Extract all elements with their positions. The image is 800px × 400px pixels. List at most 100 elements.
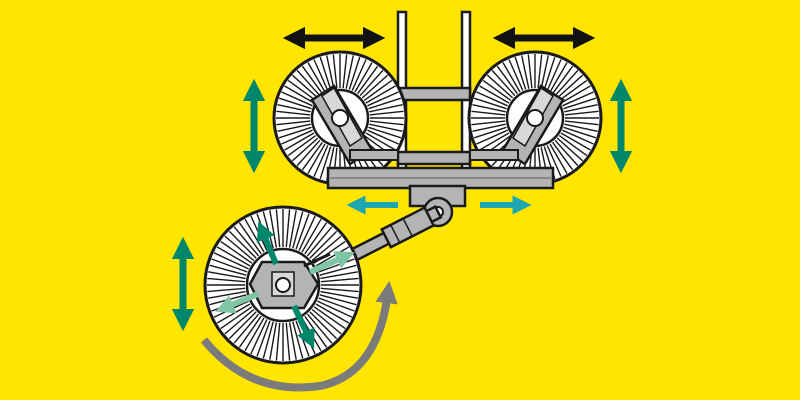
right-brush xyxy=(467,50,603,186)
bristle xyxy=(304,315,328,348)
bristle xyxy=(368,97,402,110)
lower-brush-bristles xyxy=(207,209,359,361)
bristle xyxy=(471,120,506,126)
bristle xyxy=(560,132,591,151)
bristle xyxy=(291,74,319,99)
bristle xyxy=(319,56,332,90)
bristle xyxy=(472,104,506,113)
bristle xyxy=(564,104,598,113)
bristle xyxy=(309,230,338,259)
bristle xyxy=(291,137,319,162)
bristle xyxy=(552,65,574,95)
bristle xyxy=(311,308,342,335)
bristle xyxy=(320,287,359,293)
bristle xyxy=(319,146,332,180)
bristle xyxy=(365,85,396,104)
bristle xyxy=(276,120,311,126)
bristle xyxy=(471,110,506,116)
bristle xyxy=(287,79,317,101)
bristle xyxy=(546,145,562,177)
bristle xyxy=(496,65,518,95)
bristle xyxy=(514,56,527,90)
bristle xyxy=(284,132,315,151)
bristle xyxy=(537,54,543,89)
bristle xyxy=(320,271,358,280)
bristle xyxy=(244,317,265,352)
bristle xyxy=(564,120,599,126)
bristle xyxy=(368,126,402,139)
bristle xyxy=(502,62,521,93)
tilt-right-arrow xyxy=(308,251,355,275)
bristle xyxy=(238,315,262,348)
bristle xyxy=(298,215,316,251)
bristle xyxy=(238,222,262,255)
bristle xyxy=(276,110,311,116)
bristle xyxy=(307,143,326,174)
bristle xyxy=(278,97,312,110)
bristle xyxy=(207,287,246,293)
bristle xyxy=(351,59,367,91)
bristle xyxy=(319,294,357,306)
bristle xyxy=(224,308,255,335)
bristle xyxy=(354,62,373,93)
bristle xyxy=(228,311,257,340)
bristle xyxy=(367,129,399,145)
bristle xyxy=(554,139,579,167)
bristle xyxy=(549,143,568,174)
bristle xyxy=(296,139,321,167)
bristle xyxy=(207,277,246,283)
bristle xyxy=(285,322,291,361)
bristle xyxy=(295,213,310,250)
bristle xyxy=(281,91,313,107)
bristle xyxy=(369,120,404,126)
bristle xyxy=(476,91,508,107)
bristle xyxy=(359,69,384,97)
bristle xyxy=(369,123,403,132)
bristle xyxy=(307,62,326,93)
bristle xyxy=(562,129,594,145)
bristle xyxy=(277,123,311,132)
mounting-frame-icon xyxy=(396,10,472,174)
tilt-down-arrow xyxy=(291,304,315,349)
bristle xyxy=(540,55,549,89)
tilt-left-arrow xyxy=(215,291,260,314)
bristle xyxy=(208,271,246,280)
bristle xyxy=(521,55,530,89)
bristle xyxy=(479,85,510,104)
bristle xyxy=(288,210,297,248)
bristle xyxy=(367,91,399,107)
rotation-arrow xyxy=(200,280,398,392)
bristle xyxy=(309,311,338,340)
bristle xyxy=(549,62,568,93)
bristle xyxy=(306,226,333,257)
bristle xyxy=(278,126,312,139)
bristle xyxy=(476,129,508,145)
bristle xyxy=(552,141,574,171)
bristle xyxy=(342,54,348,89)
bristle xyxy=(281,129,313,145)
bristle xyxy=(275,322,281,361)
bristle xyxy=(216,246,251,267)
bristle xyxy=(369,110,404,116)
bristle xyxy=(250,319,268,355)
bristle xyxy=(315,303,350,324)
bristle xyxy=(318,297,355,312)
bristle xyxy=(508,59,524,91)
tilt-up-arrow xyxy=(256,221,279,266)
bristle xyxy=(301,65,323,95)
bristle xyxy=(306,313,333,344)
bristle xyxy=(292,211,304,249)
bristle xyxy=(363,79,393,101)
bristle xyxy=(296,69,321,97)
bristle xyxy=(556,74,584,99)
bristle xyxy=(284,85,315,104)
bristle xyxy=(216,303,251,324)
bristle xyxy=(564,110,599,116)
bristle xyxy=(560,85,591,104)
bristle xyxy=(244,218,265,253)
bristle xyxy=(287,135,317,157)
bristle xyxy=(233,226,260,257)
bristle xyxy=(479,132,510,151)
bristle xyxy=(473,126,507,139)
